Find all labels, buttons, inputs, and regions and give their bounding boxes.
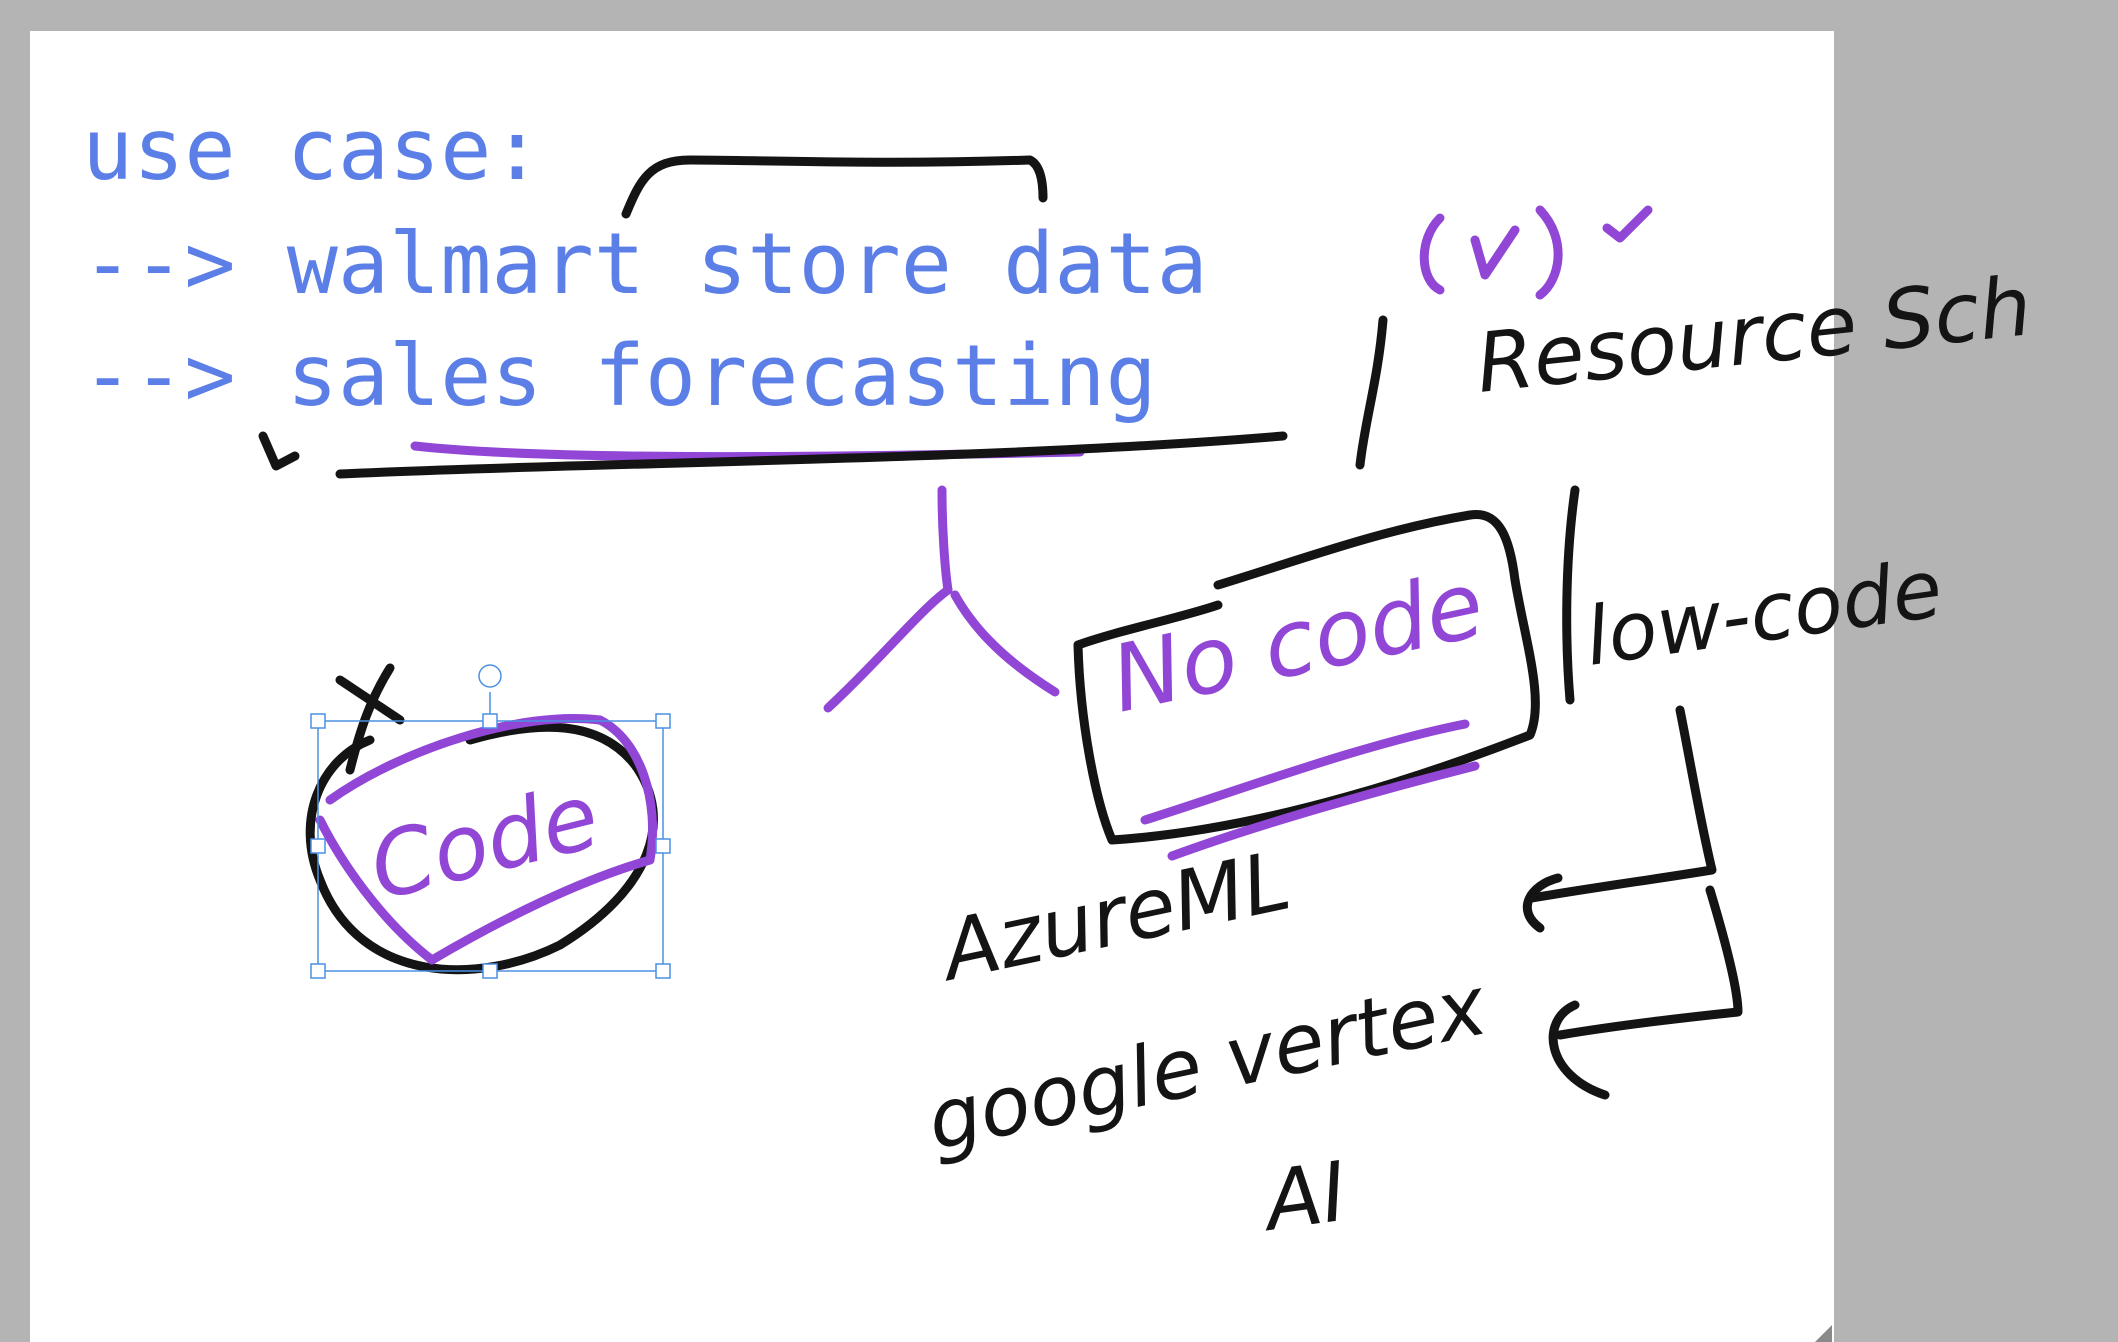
ink-branch-stem	[937, 485, 953, 595]
hand-ai-label: AI	[1255, 1145, 1353, 1251]
hand-resource-label: Resource Sch	[1472, 259, 2036, 412]
selection-handles[interactable]	[310, 664, 671, 979]
hand-code-label: Code	[360, 764, 609, 922]
ink-code-scribble	[315, 713, 658, 965]
ink-arrow-to-google	[1548, 885, 1743, 1100]
typed-line-walmart: --> walmart store data	[82, 215, 1208, 314]
ink-paren-check	[1419, 205, 1563, 300]
ink-divider-slash	[1355, 315, 1388, 470]
hand-google-label: google vertex	[919, 958, 1495, 1169]
ink-arrow-to-azure	[1522, 705, 1717, 933]
ink-divider-bar	[1562, 485, 1580, 705]
ink-nocode-box	[1073, 509, 1540, 845]
ink-branch-left	[823, 585, 953, 713]
page-corner	[1815, 1325, 1832, 1342]
ink-small-check	[258, 431, 300, 471]
ink-branch-right	[950, 590, 1060, 697]
ink-underline-black	[335, 431, 1288, 479]
ink-code-ellipse	[305, 722, 658, 975]
ink-check-mark	[1602, 205, 1653, 243]
ink-x-mark	[335, 663, 405, 775]
hand-low-code-label: low-code	[1580, 542, 1948, 684]
hand-no-code-label: No code	[1102, 551, 1492, 734]
hand-azure-label: AzureML	[930, 834, 1299, 1001]
ink-nocode-underline2	[1167, 761, 1480, 861]
typed-line-sales: --> sales forecasting	[82, 327, 1157, 426]
typed-line-use-case: use case:	[82, 101, 543, 200]
ink-nocode-underline1	[1140, 719, 1470, 825]
ink-bracket-top	[621, 155, 1048, 219]
